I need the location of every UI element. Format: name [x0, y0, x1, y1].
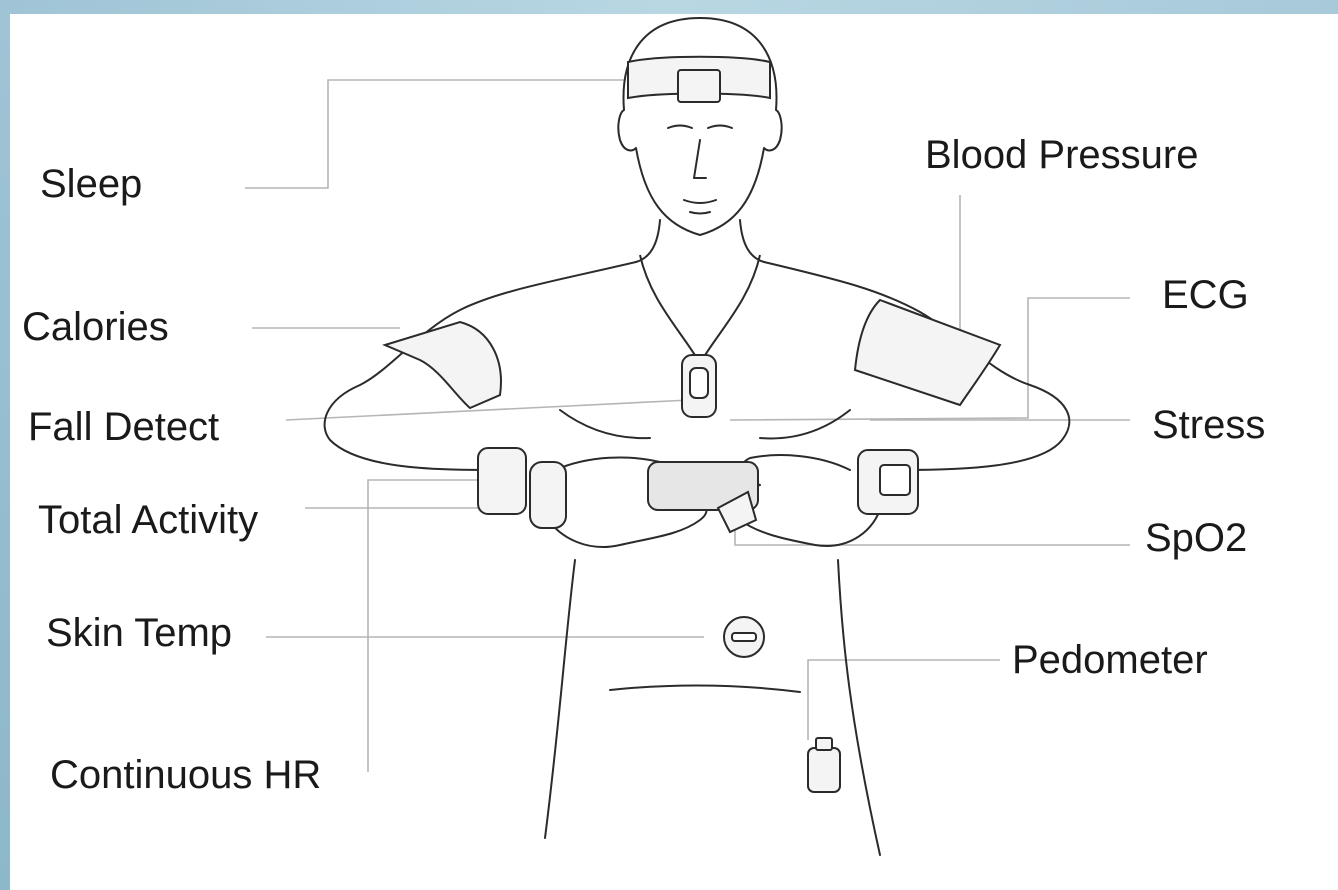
leader-line-pedometer: [808, 660, 1000, 740]
label-sleep: Sleep: [40, 164, 142, 204]
label-pedometer: Pedometer: [1012, 640, 1208, 680]
leader-lines: [245, 80, 1130, 772]
left-armband: [385, 322, 501, 408]
label-spo2: SpO2: [1145, 518, 1247, 558]
hip-line: [610, 685, 800, 692]
face-features: [668, 126, 732, 214]
label-skin-temp: Skin Temp: [46, 613, 232, 653]
label-fall-detect: Fall Detect: [28, 407, 219, 447]
leader-line-fall-detect: [286, 400, 690, 420]
leader-line-sleep: [245, 80, 625, 188]
waist: [545, 560, 880, 855]
label-blood-pressure: Blood Pressure: [925, 135, 1198, 175]
label-stress: Stress: [1152, 405, 1265, 445]
label-continuous-hr: Continuous HR: [50, 755, 321, 795]
pedometer-device: [808, 748, 840, 792]
label-ecg: ECG: [1162, 275, 1249, 315]
headband-sensor: [678, 70, 720, 102]
neck: [636, 220, 764, 262]
label-calories: Calories: [22, 307, 169, 347]
label-total-activity: Total Activity: [38, 500, 258, 540]
necklace-cord: [640, 255, 760, 360]
leader-line-continuous-hr: [368, 480, 480, 772]
left-wristband-1: [478, 448, 526, 514]
wearable-devices: [385, 57, 1000, 792]
left-wristband-2: [530, 462, 566, 528]
